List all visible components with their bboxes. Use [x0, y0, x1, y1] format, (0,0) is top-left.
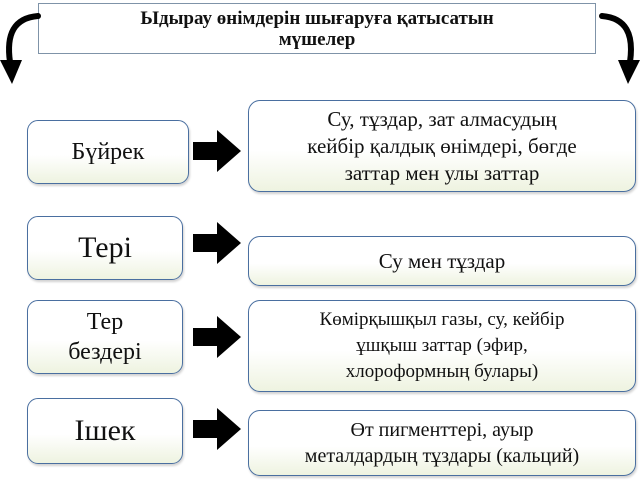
title-line-1: Ыдырау өнімдерін шығаруға қатысатын — [140, 7, 494, 29]
product-line: хлороформның булары) — [345, 361, 539, 382]
organ-label-sweat-glands: Тер — [86, 309, 124, 335]
product-box-skin: Су мен тұздар — [248, 236, 636, 286]
organ-box-sweat-glands: Тер бездері — [27, 300, 183, 374]
product-line: заттар мен улы заттар — [344, 160, 540, 185]
product-box-sweat-glands: Көмірқышқыл газы, су, кейбір ұшқыш затта… — [248, 300, 636, 392]
arrow-right-icon — [193, 316, 241, 358]
product-box-kidney: Су, тұздар, зат алмасудың кейбір қалдық … — [248, 100, 636, 192]
curved-arrow-left-icon — [0, 13, 41, 84]
arrow-right-icon — [193, 408, 241, 450]
organ-box-skin: Тері — [27, 216, 183, 280]
organ-box-intestine: Ішек — [27, 398, 183, 464]
product-line: кейбір қалдық өнімдері, бөгде — [307, 133, 577, 158]
organ-label-kidney: Бүйрек — [71, 139, 145, 165]
product-line: ұшқыш заттар (эфир, — [356, 335, 528, 356]
product-box-intestine: Өт пигменттері, ауыр металдардың тұздары… — [248, 410, 636, 476]
arrow-right-icon — [193, 222, 241, 264]
title-line-2: мүшелер — [278, 28, 356, 50]
product-line: Су мен тұздар — [378, 249, 506, 273]
product-line: Көмірқышқыл газы, су, кейбір — [319, 309, 565, 330]
diagram-title: Ыдырау өнімдерін шығаруға қатысатын мүше… — [38, 3, 596, 54]
organ-label-intestine: Ішек — [74, 414, 136, 447]
curved-arrow-right-icon — [599, 13, 640, 84]
product-line: Өт пигменттері, ауыр — [350, 419, 534, 441]
arrow-right-icon — [193, 130, 241, 172]
organ-label-skin: Тері — [78, 231, 132, 264]
organ-label-sweat-glands: бездері — [68, 339, 142, 365]
product-line: металдардың тұздары (кальций) — [304, 445, 580, 467]
product-line: Су, тұздар, зат алмасудың — [327, 106, 557, 131]
organ-box-kidney: Бүйрек — [27, 120, 189, 184]
